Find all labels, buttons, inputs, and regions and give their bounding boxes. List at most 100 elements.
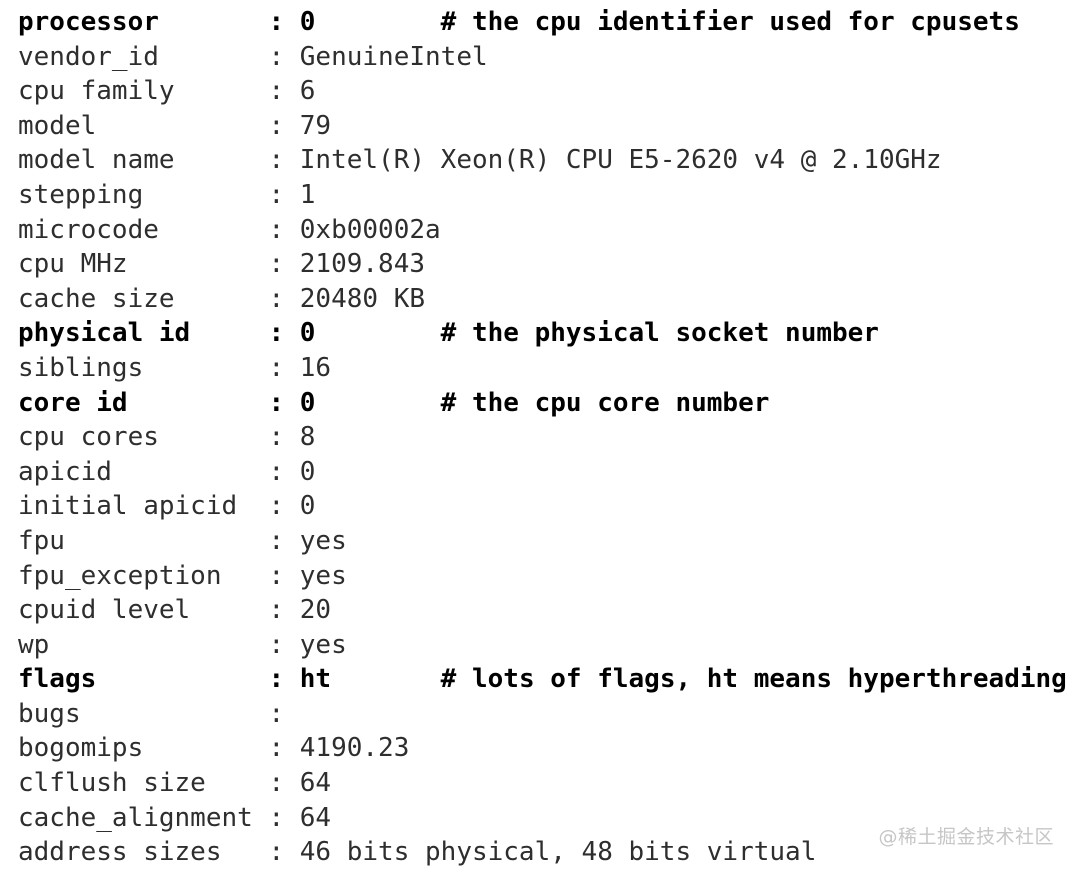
line-value: 2109.843 (299, 249, 426, 280)
cpuinfo-line-stepping: stepping : 1 (18, 178, 1080, 213)
line-separator: : (268, 698, 300, 729)
line-key: siblings (18, 352, 144, 383)
line-key: physical id (18, 318, 191, 349)
line-comment: # lots of flags, ht means hyperthreading (440, 664, 1067, 695)
line-value: yes (299, 560, 347, 591)
line-key: stepping (18, 179, 144, 210)
line-key: model (18, 110, 97, 141)
line-value: yes (299, 525, 347, 556)
line-separator: : (268, 456, 300, 487)
line-value: 1 (299, 179, 316, 210)
line-separator: : (268, 318, 300, 349)
line-key: processor (18, 7, 159, 37)
cpuinfo-line-siblings: siblings : 16 (18, 351, 1080, 386)
cpuinfo-line-fpu: fpu : yes (18, 524, 1080, 559)
line-value: 8 (299, 422, 316, 453)
line-separator: : (268, 145, 300, 176)
cpuinfo-line-cpu-family: cpu family : 6 (18, 74, 1080, 109)
line-separator: : (268, 76, 300, 107)
cpuinfo-line-cpu-MHz: cpu MHz : 2109.843 (18, 247, 1080, 282)
watermark: @稀土掘金技术社区 (878, 826, 1054, 848)
cpuinfo-line-cpuid-level: cpuid level : 20 (18, 593, 1080, 628)
line-separator: : (268, 664, 300, 695)
cpuinfo-line-processor: processor : 0 # the cpu identifier used … (18, 5, 1080, 40)
line-value: 0xb00002a (299, 214, 441, 245)
line-value: 0 (299, 387, 316, 418)
line-key: microcode (18, 214, 159, 245)
line-separator: : (268, 595, 300, 626)
line-value: 64 (299, 768, 332, 799)
line-separator: : (268, 802, 300, 833)
line-separator: : (268, 7, 300, 37)
cpuinfo-line-vendor-id: vendor_id : GenuineIntel (18, 40, 1080, 75)
line-value: 6 (299, 76, 316, 107)
line-separator: : (268, 733, 300, 764)
line-value: 4190.23 (299, 733, 410, 764)
line-value: Intel(R) Xeon(R) CPU E5-2620 v4 @ 2.10GH… (299, 145, 942, 176)
line-key: cpu family (18, 76, 175, 107)
line-key: cpu MHz (18, 249, 128, 280)
line-key: cache_alignment (18, 802, 253, 833)
line-comment: # the physical socket number (440, 318, 879, 349)
line-key: bugs (18, 698, 81, 729)
line-separator: : (268, 214, 300, 245)
cpuinfo-line-model: model : 79 (18, 109, 1080, 144)
line-separator: : (268, 525, 300, 556)
line-separator: : (268, 768, 300, 799)
line-key: vendor_id (18, 41, 159, 72)
line-separator: : (268, 422, 300, 453)
line-value: 20480 KB (299, 283, 426, 314)
line-separator: : (268, 491, 300, 522)
line-value: 46 bits physical, 48 bits virtual (299, 837, 817, 868)
line-value: 16 (299, 352, 332, 383)
line-value: ht (299, 664, 332, 695)
line-key: core id (18, 387, 128, 418)
line-separator: : (268, 352, 300, 383)
line-separator: : (268, 387, 300, 418)
line-key: address sizes (18, 837, 222, 868)
line-value: GenuineIntel (299, 41, 488, 72)
line-key: fpu (18, 525, 65, 556)
cpuinfo-line-apicid: apicid : 0 (18, 455, 1080, 490)
line-key: cpuid level (18, 595, 191, 626)
line-key: flags (18, 664, 97, 695)
line-key: bogomips (18, 733, 144, 764)
line-comment: # the cpu identifier used for cpusets (440, 7, 1020, 37)
cpuinfo-line-bogomips: bogomips : 4190.23 (18, 731, 1080, 766)
line-value: 0 (299, 456, 316, 487)
line-separator: : (268, 629, 300, 660)
line-value: yes (299, 629, 347, 660)
cpuinfo-line-initial-apicid: initial apicid : 0 (18, 489, 1080, 524)
line-value: 0 (299, 491, 316, 522)
line-value: 0 (299, 7, 316, 37)
line-key: cache size (18, 283, 175, 314)
line-separator: : (268, 179, 300, 210)
cpuinfo-line-core-id: core id : 0 # the cpu core number (18, 386, 1080, 421)
line-separator: : (268, 283, 300, 314)
line-value: 0 (299, 318, 316, 349)
line-key: cpu cores (18, 422, 159, 453)
cpuinfo-line-microcode: microcode : 0xb00002a (18, 213, 1080, 248)
cpuinfo-line-model-name: model name : Intel(R) Xeon(R) CPU E5-262… (18, 143, 1080, 178)
line-key: model name (18, 145, 175, 176)
cpuinfo-line-cache-alignment: cache_alignment : 64 (18, 801, 1080, 836)
cpuinfo-line-clflush-size: clflush size : 64 (18, 766, 1080, 801)
line-separator: : (268, 110, 300, 141)
cpuinfo-line-cache-size: cache size : 20480 KB (18, 282, 1080, 317)
line-comment: # the cpu core number (440, 387, 770, 418)
line-separator: : (268, 249, 300, 280)
cpuinfo-line-physical-id: physical id : 0 # the physical socket nu… (18, 316, 1080, 351)
line-separator: : (268, 41, 300, 72)
cpuinfo-line-wp: wp : yes (18, 628, 1080, 663)
line-key: initial apicid (18, 491, 238, 522)
cpuinfo-line-cpu-cores: cpu cores : 8 (18, 420, 1080, 455)
line-separator: : (268, 837, 300, 868)
cpuinfo-line-flags: flags : ht # lots of flags, ht means hyp… (18, 662, 1080, 697)
line-value: 64 (299, 802, 332, 833)
line-value: 20 (299, 595, 332, 626)
line-key: clflush size (18, 768, 206, 799)
line-value: 79 (299, 110, 332, 141)
cpuinfo-line-address-sizes: address sizes : 46 bits physical, 48 bit… (18, 835, 1080, 870)
line-key: wp (18, 629, 50, 660)
